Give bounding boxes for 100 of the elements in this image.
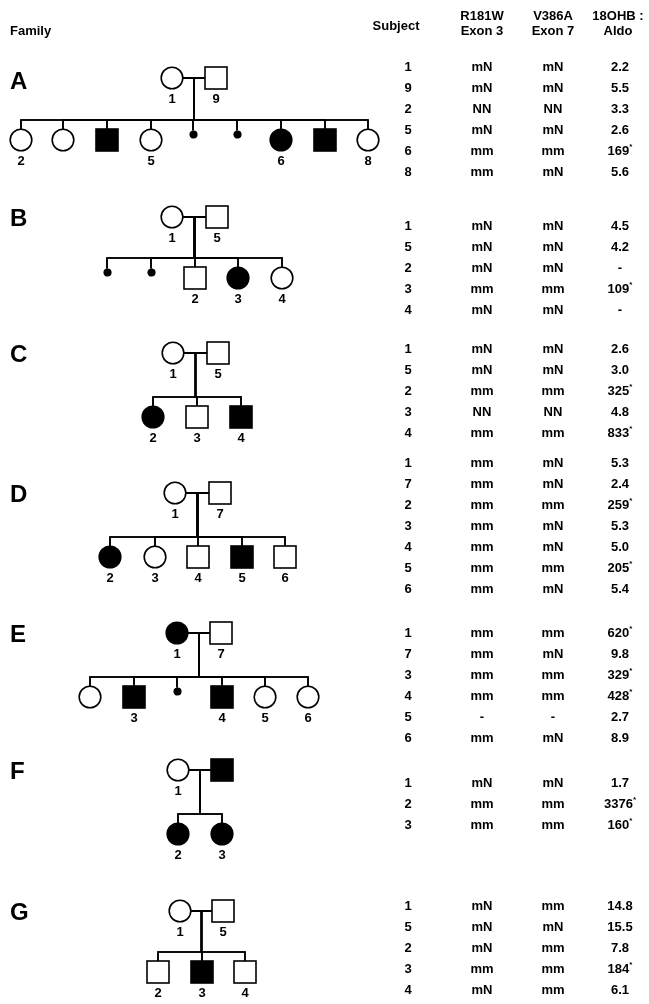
subject-number: 3 bbox=[233, 292, 243, 306]
genotype-value: mm bbox=[540, 383, 566, 398]
genotype-value: mN bbox=[541, 539, 565, 554]
family-letter: B bbox=[10, 205, 28, 231]
genotype-value: mm bbox=[469, 817, 495, 832]
subject-number: 9 bbox=[211, 92, 221, 106]
ratio-value: 2.6 bbox=[609, 341, 631, 356]
genotype-value: mm bbox=[540, 796, 566, 811]
genotype-value: mm bbox=[469, 667, 495, 682]
descent-line bbox=[199, 769, 223, 824]
subject-number: 3 bbox=[150, 571, 160, 585]
genotype-value: mN bbox=[541, 122, 565, 137]
subject-number: 1 bbox=[175, 925, 185, 939]
genotype-value: mm bbox=[469, 730, 495, 745]
genotype-value: mN bbox=[541, 341, 565, 356]
genotype-value: mN bbox=[470, 362, 494, 377]
subject-number: 5 bbox=[213, 367, 223, 381]
genotype-value: mN bbox=[470, 940, 494, 955]
genotype-value: mN bbox=[541, 239, 565, 254]
ratio-value: 184$^{*}$ bbox=[606, 961, 634, 976]
ratio-value: - bbox=[616, 260, 624, 275]
family-letter: A bbox=[10, 68, 28, 94]
genotype-value: mm bbox=[469, 518, 495, 533]
family-letter: D bbox=[10, 481, 28, 507]
genotype-value: mm bbox=[469, 688, 495, 703]
ratio-value: 329$^{*}$ bbox=[606, 667, 634, 682]
genotype-value: mN bbox=[470, 302, 494, 317]
descent-line bbox=[200, 910, 246, 962]
subject-number: 5 bbox=[403, 919, 413, 934]
genotype-value: mN bbox=[470, 80, 494, 95]
subject-number: 1 bbox=[173, 784, 183, 798]
subject-number: 7 bbox=[215, 507, 225, 521]
subject-number: 9 bbox=[403, 80, 413, 95]
subject-number: 5 bbox=[237, 571, 247, 585]
subject-number: 4 bbox=[403, 539, 413, 554]
genotype-value: mm bbox=[540, 961, 566, 976]
genotype-value: mN bbox=[541, 518, 565, 533]
ratio-value: 15.5 bbox=[606, 919, 634, 934]
ratio-value: 2.4 bbox=[609, 476, 631, 491]
genotype-value: mm bbox=[540, 143, 566, 158]
subject-number: 2 bbox=[173, 848, 183, 862]
subject-number: 3 bbox=[217, 848, 227, 862]
genotype-value: mm bbox=[540, 982, 566, 997]
genotype-value: mm bbox=[469, 560, 495, 575]
subject-number: 5 bbox=[146, 154, 156, 168]
genotype-value: mm bbox=[540, 625, 566, 640]
subject-number: 4 bbox=[403, 688, 413, 703]
ratio-value: 2.6 bbox=[609, 122, 631, 137]
genotype-value: mN bbox=[470, 341, 494, 356]
family-letter: F bbox=[10, 758, 25, 784]
genotype-value: mm bbox=[540, 898, 566, 913]
ratio-value: 3.0 bbox=[609, 362, 631, 377]
subject-number: 8 bbox=[363, 154, 373, 168]
subject-number: 3 bbox=[197, 986, 207, 1000]
column-header: 18OHB : Aldo bbox=[591, 8, 645, 38]
ratio-value: 3.3 bbox=[609, 101, 631, 116]
subject-number: 1 bbox=[403, 455, 413, 470]
genotype-value: mm bbox=[469, 455, 495, 470]
subject-number: 6 bbox=[403, 581, 413, 596]
genotype-value: mm bbox=[469, 961, 495, 976]
genotype-value: mN bbox=[541, 775, 565, 790]
subject-number: 6 bbox=[276, 154, 286, 168]
ratio-value: 14.8 bbox=[606, 898, 634, 913]
genotype-value: mm bbox=[469, 164, 495, 179]
subject-number: 6 bbox=[403, 730, 413, 745]
genotype-value: mm bbox=[540, 688, 566, 703]
subject-number: 4 bbox=[240, 986, 250, 1000]
genotype-value: mN bbox=[541, 59, 565, 74]
ratio-value: 5.3 bbox=[609, 518, 631, 533]
genotype-value: mm bbox=[540, 560, 566, 575]
genotype-value: mN bbox=[541, 218, 565, 233]
genotype-value: mN bbox=[470, 260, 494, 275]
ratio-value: 4.5 bbox=[609, 218, 631, 233]
genotype-value: mm bbox=[540, 940, 566, 955]
genotype-value: NN bbox=[542, 404, 564, 419]
genotype-value: - bbox=[478, 709, 486, 724]
subject-number: 5 bbox=[218, 925, 228, 939]
genotype-value: mm bbox=[469, 143, 495, 158]
ratio-value: 2.2 bbox=[609, 59, 631, 74]
subject-number: 2 bbox=[153, 986, 163, 1000]
subject-number: 1 bbox=[168, 367, 178, 381]
subject-number: 2 bbox=[403, 101, 413, 116]
subject-number: 2 bbox=[403, 796, 413, 811]
genotype-value: mm bbox=[540, 817, 566, 832]
ratio-value: 160$^{*}$ bbox=[606, 817, 634, 832]
ratio-value: 620$^{*}$ bbox=[606, 625, 634, 640]
ratio-value: 833$^{*}$ bbox=[606, 425, 634, 440]
ratio-value: 4.8 bbox=[609, 404, 631, 419]
genotype-value: mN bbox=[470, 218, 494, 233]
family-letter: G bbox=[10, 899, 29, 925]
ratio-value: 1.7 bbox=[609, 775, 631, 790]
descent-line bbox=[194, 352, 242, 407]
subject-number: 1 bbox=[403, 218, 413, 233]
genotype-value: mN bbox=[541, 919, 565, 934]
ratio-value: 205$^{*}$ bbox=[606, 560, 634, 575]
genotype-value: NN bbox=[542, 101, 564, 116]
subject-number: 4 bbox=[193, 571, 203, 585]
subject-number: 2 bbox=[403, 497, 413, 512]
column-header: V386A Exon 7 bbox=[530, 8, 576, 38]
ratio-value: 6.1 bbox=[609, 982, 631, 997]
